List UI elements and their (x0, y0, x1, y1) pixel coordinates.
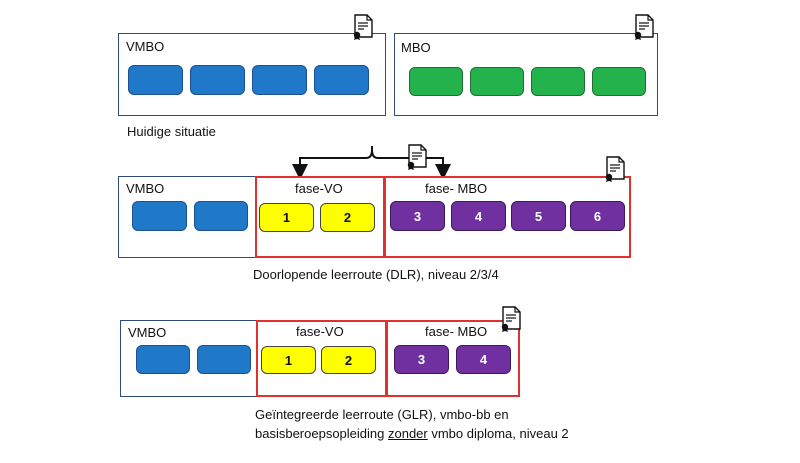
vmbo-block (314, 65, 369, 95)
vmbo-label-dlr: VMBO (126, 181, 165, 196)
mbo-block (531, 67, 585, 96)
certificate-icon (605, 156, 625, 182)
caption-glr-line1: Geïntegreerde leerroute (GLR), vmbo-bb e… (255, 407, 509, 422)
mbo-block-5: 5 (511, 201, 566, 231)
vo-block-1: 1 (261, 346, 316, 374)
vmbo-label-current: VMBO (126, 39, 165, 54)
mbo-block-6: 6 (570, 201, 625, 231)
certificate-icon (353, 14, 373, 40)
certificate-icon (407, 144, 427, 170)
caption-dlr: Doorlopende leerroute (DLR), niveau 2/3/… (253, 267, 499, 282)
mbo-block (592, 67, 646, 96)
fase-mbo-label-glr: fase- MBO (425, 324, 488, 339)
vmbo-block (194, 201, 248, 231)
mbo-block-4: 4 (456, 345, 511, 374)
vmbo-label-glr: VMBO (128, 325, 167, 340)
certificate-icon (634, 14, 654, 40)
mbo-block-3: 3 (394, 345, 449, 374)
mbo-block (409, 67, 463, 96)
vmbo-block (190, 65, 245, 95)
mbo-block-4: 4 (451, 201, 506, 231)
mbo-block-3: 3 (390, 201, 445, 231)
caption-glr-line2: basisberoepsopleiding zonder vmbo diplom… (255, 426, 569, 441)
vo-block-1: 1 (259, 203, 314, 232)
vmbo-block (197, 345, 251, 374)
vmbo-block (136, 345, 190, 374)
mbo-label-current: MBO (401, 40, 431, 55)
vmbo-block (252, 65, 307, 95)
caption-current: Huidige situatie (127, 124, 216, 139)
certificate-icon (501, 306, 521, 332)
mbo-block (470, 67, 524, 96)
vmbo-block (132, 201, 187, 231)
vo-block-2: 2 (321, 346, 376, 374)
fase-vo-label-glr: fase-VO (296, 324, 344, 339)
fase-vo-label-dlr: fase-VO (295, 181, 343, 196)
vo-block-2: 2 (320, 203, 375, 232)
vmbo-block (128, 65, 183, 95)
fase-mbo-label-dlr: fase- MBO (425, 181, 488, 196)
